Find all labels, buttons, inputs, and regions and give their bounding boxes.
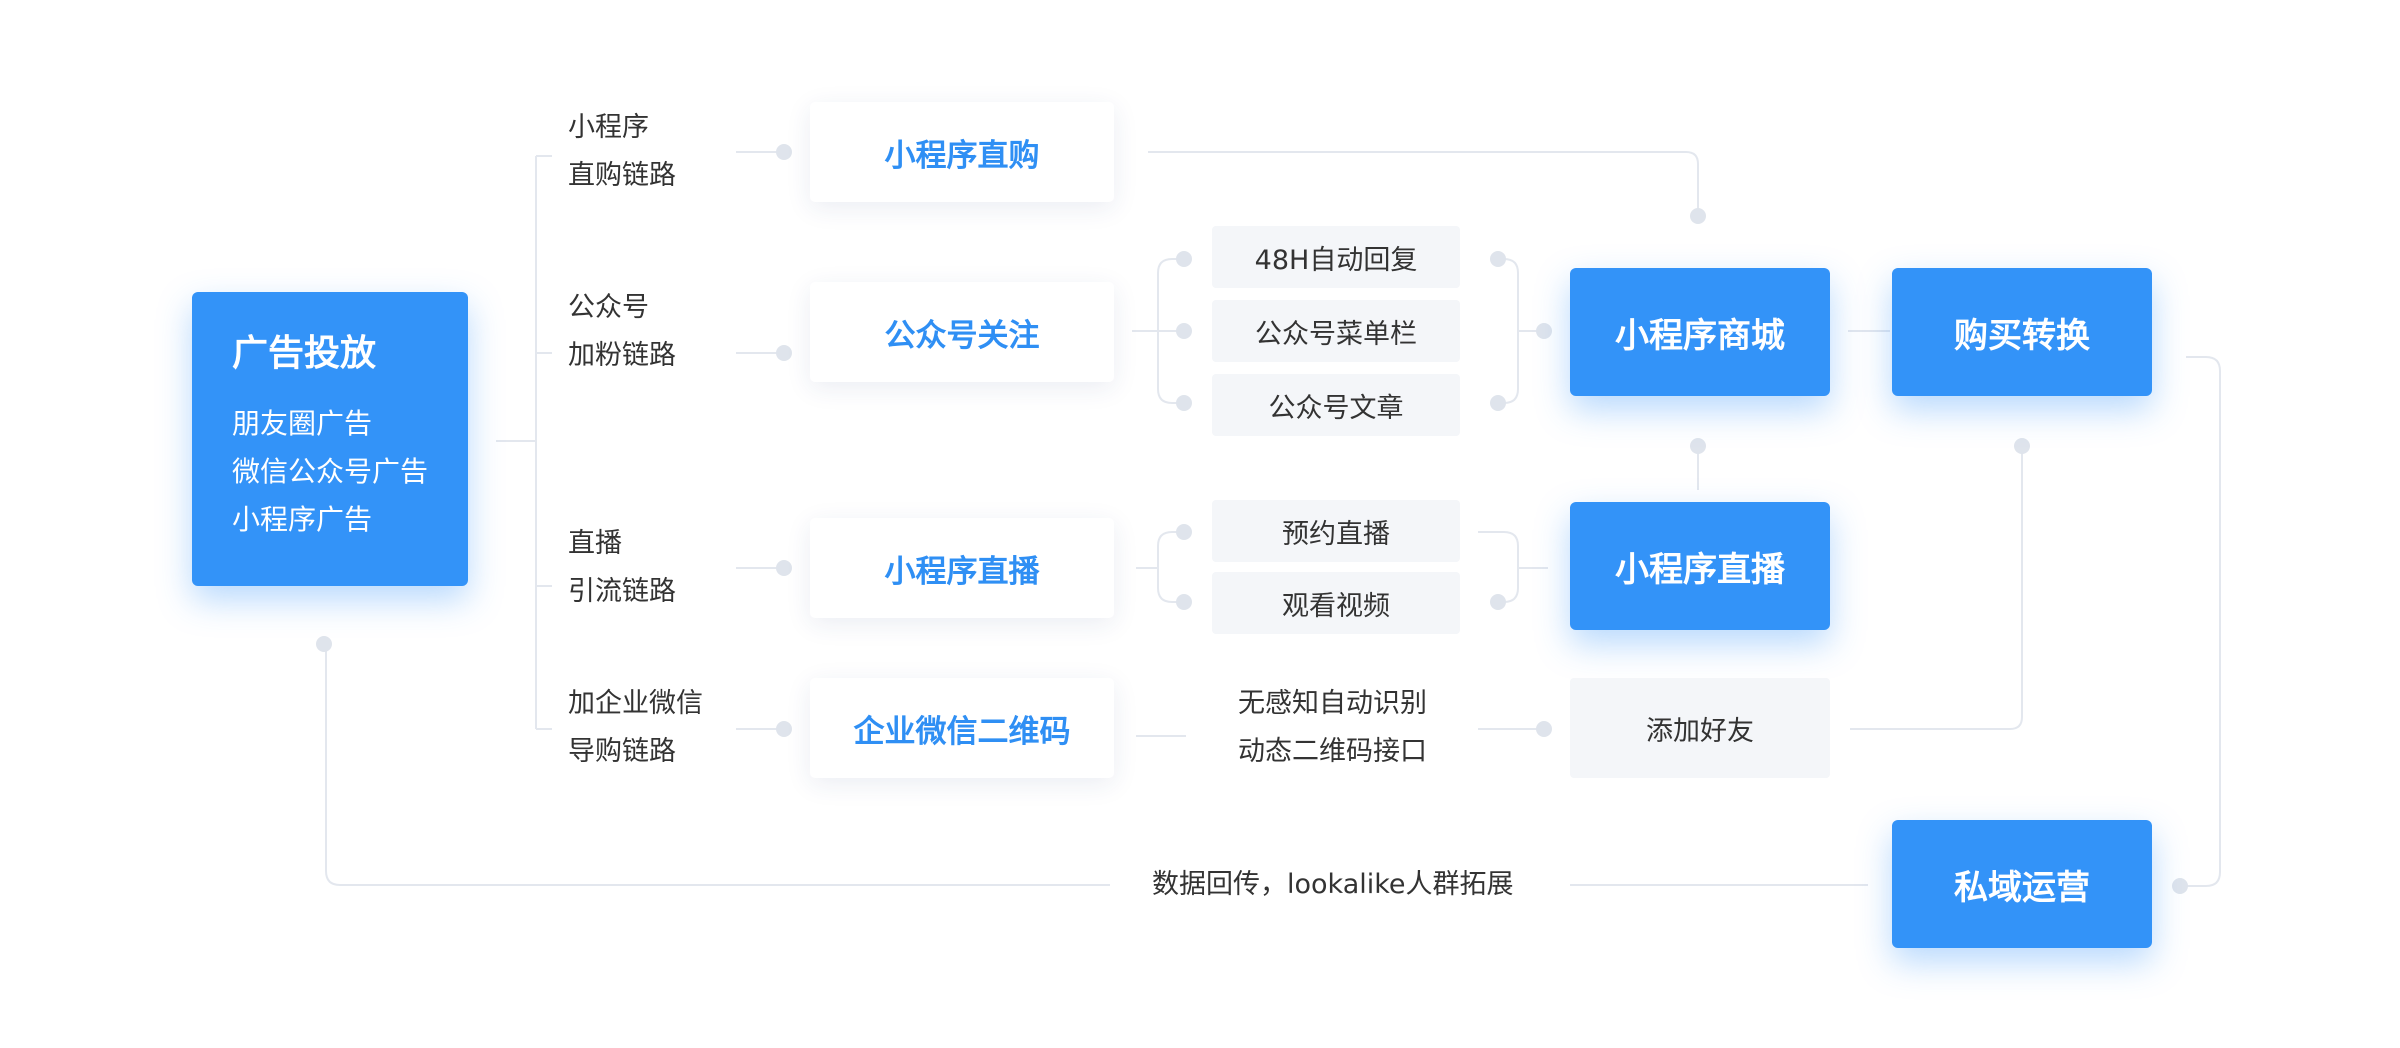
- node-add-friend: 添加好友: [1570, 678, 1830, 778]
- ad-item-moments: 朋友圈广告: [232, 407, 373, 440]
- route-label-direct: 小程序 直购链路: [568, 104, 676, 200]
- live-item-watch-video: 观看视频: [1212, 572, 1460, 634]
- node-mini-program-direct: 小程序直购: [810, 102, 1114, 202]
- node-live-room: 小程序直播: [1570, 502, 1830, 630]
- qr-interface-label: 无感知自动识别 动态二维码接口: [1238, 680, 1427, 776]
- oa-item-auto-reply: 48H自动回复: [1212, 226, 1460, 288]
- ad-placement-title: 广告投放: [232, 333, 377, 374]
- route-label-line1: 小程序: [568, 112, 649, 143]
- route-label-line1: 加企业微信: [568, 688, 703, 719]
- node-wecom-qr-code: 企业微信二维码: [810, 678, 1114, 778]
- oa-item-article: 公众号文章: [1212, 374, 1460, 436]
- route-label-line2: 加粉链路: [568, 340, 676, 371]
- route-label-line1: 直播: [568, 528, 622, 559]
- node-mini-program-mall: 小程序商城: [1570, 268, 1830, 396]
- node-private-domain-ops: 私域运营: [1892, 820, 2152, 948]
- route-label-follow: 公众号 加粉链路: [568, 284, 676, 380]
- node-purchase-conversion: 购买转换: [1892, 268, 2152, 396]
- qr-interface-line2: 动态二维码接口: [1238, 736, 1427, 767]
- route-label-line2: 引流链路: [568, 576, 676, 607]
- ad-item-mini-program: 小程序广告: [232, 503, 373, 536]
- feedback-label: 数据回传，lookalike人群拓展: [1152, 869, 1514, 900]
- node-mini-program-live: 小程序直播: [810, 518, 1114, 618]
- node-official-account-follow: 公众号关注: [810, 282, 1114, 382]
- ad-placement-box: 广告投放 朋友圈广告 微信公众号广告 小程序广告: [192, 292, 468, 586]
- route-label-line2: 导购链路: [568, 736, 676, 767]
- ad-item-official-account: 微信公众号广告: [232, 455, 429, 488]
- route-label-wecom: 加企业微信 导购链路: [568, 680, 703, 776]
- oa-item-menu-bar: 公众号菜单栏: [1212, 300, 1460, 362]
- qr-interface-line1: 无感知自动识别: [1238, 688, 1427, 719]
- live-item-reserve: 预约直播: [1212, 500, 1460, 562]
- route-label-live: 直播 引流链路: [568, 520, 676, 616]
- route-label-line2: 直购链路: [568, 160, 676, 191]
- route-label-line1: 公众号: [568, 292, 649, 323]
